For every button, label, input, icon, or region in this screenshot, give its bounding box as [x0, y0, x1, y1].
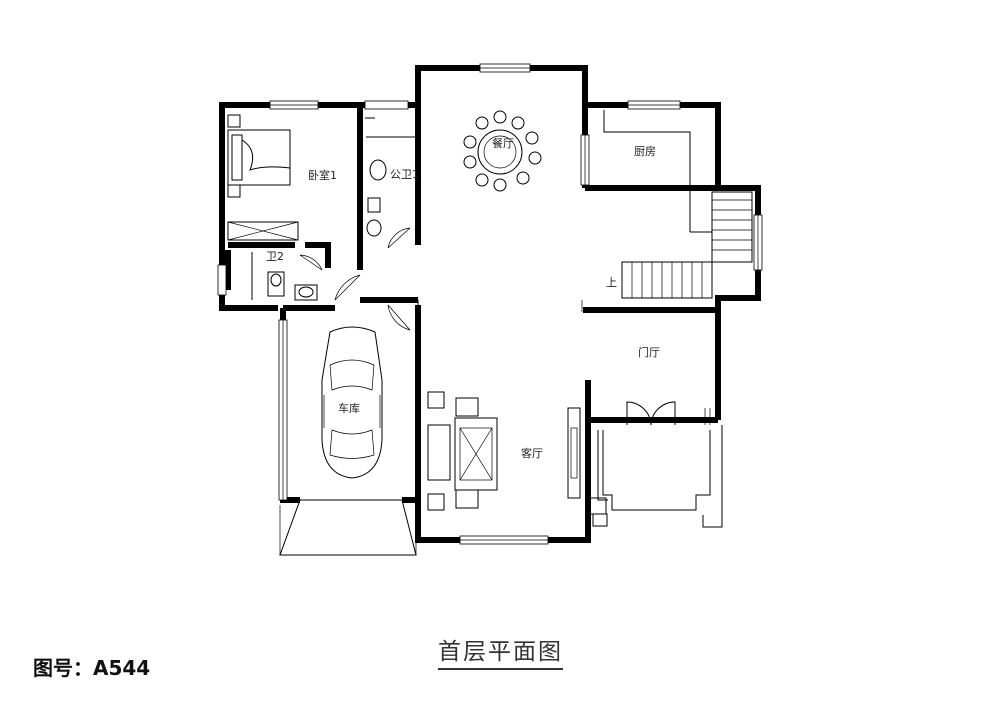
porch [587, 425, 723, 528]
living-sofa-set [427, 391, 581, 511]
label-public-bath1: 公卫1 [390, 168, 419, 181]
bedroom1-furniture [227, 114, 299, 241]
garage-apron [279, 499, 417, 556]
drawing-title: 首层平面图 [438, 638, 563, 670]
dining-table-set [463, 110, 542, 192]
garage-car [321, 326, 383, 479]
label-bedroom1: 卧室1 [308, 168, 337, 182]
drawing-number: 图号：A544 [33, 656, 151, 680]
label-garage: 车库 [338, 401, 360, 415]
bath2-fixtures [251, 252, 323, 301]
windows [217, 63, 763, 545]
label-foyer: 门厅 [638, 345, 660, 359]
kitchen-counter [603, 110, 691, 188]
label-dining: 餐厅 [492, 136, 514, 150]
exterior-walls [219, 65, 761, 543]
label-living: 客厅 [521, 446, 543, 460]
foyer-doors [626, 401, 711, 426]
label-bath2: 卫2 [266, 250, 284, 263]
staircase [621, 188, 753, 299]
corridor-doors [334, 274, 583, 335]
label-kitchen: 厨房 [634, 145, 656, 158]
label-stair-up: 上 [606, 276, 617, 289]
public-bath1-fixtures [365, 117, 418, 249]
